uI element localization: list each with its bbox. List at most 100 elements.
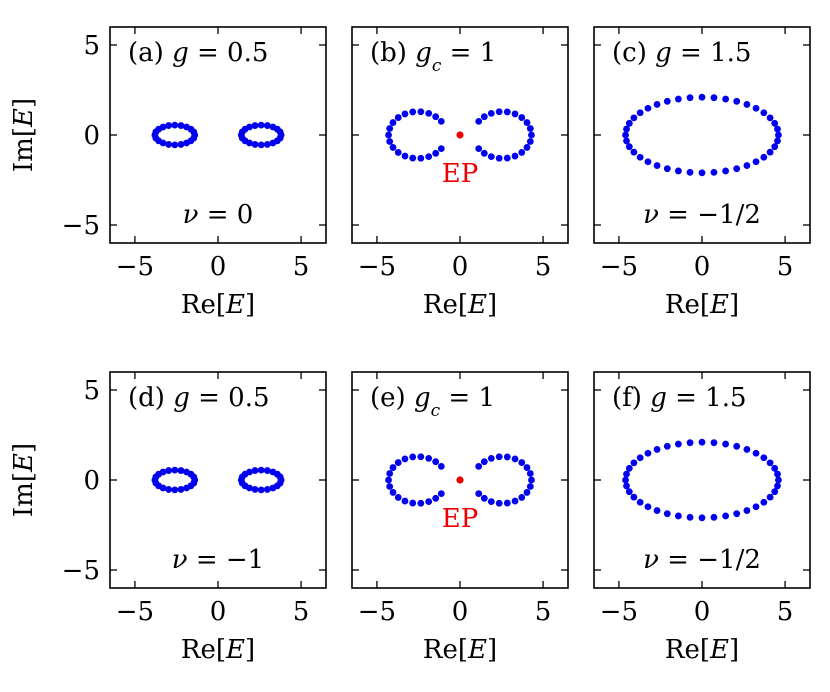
eigenvalue-point [644, 158, 652, 166]
eigenvalue-point [389, 489, 397, 496]
eigenvalue-point [511, 152, 519, 160]
eigenvalue-point [526, 125, 534, 132]
eigenvalue-point [625, 143, 633, 151]
eigenvalue-point [246, 484, 253, 492]
eigenvalue-point [528, 131, 535, 139]
eigenvalue-point [432, 494, 440, 502]
x-tick-label: −5 [358, 597, 396, 627]
eigenvalue-point [722, 512, 730, 520]
eigenvalue-point [710, 513, 718, 521]
eigenvalue-point [743, 101, 751, 108]
eigenvalue-point [386, 470, 394, 477]
eigenvalue-point [190, 134, 198, 142]
eigenvalue-point [389, 464, 397, 471]
eigenvalue-point [523, 144, 531, 151]
eigenvalue-point [760, 498, 768, 506]
eigenvalue-point [503, 499, 511, 507]
eigenvalue-point [165, 122, 173, 129]
eigenvalue-point [636, 109, 644, 117]
eigenvalue-point [487, 109, 495, 117]
winding-number-label: ν = −1/2 [643, 200, 761, 230]
eigenvalue-point [752, 104, 760, 112]
eigenvalue-point [625, 488, 633, 496]
eigenvalue-point [663, 442, 671, 450]
panel-title: (c) g = 1.5 [612, 38, 751, 68]
eigenvalue-point [409, 453, 417, 461]
eigenvalue-point [385, 476, 392, 484]
eigenvalue-point [385, 131, 392, 139]
eigenvalue-point [394, 494, 402, 501]
ep-label: EP [442, 159, 478, 189]
eigenvalue-point [386, 138, 394, 145]
eigenvalue-point [752, 449, 760, 457]
eigenvalue-point [752, 158, 760, 166]
eigenvalue-point [480, 494, 488, 502]
x-tick-label: 5 [293, 597, 310, 627]
eigenvalue-point [417, 499, 425, 507]
eigenvalue-point [625, 464, 633, 472]
eigenvalue-point [766, 493, 774, 501]
x-tick-label: 5 [535, 597, 552, 627]
eigenvalue-point [276, 479, 284, 487]
eigenvalue-point [425, 454, 433, 462]
eigenvalue-point [760, 454, 768, 462]
eigenvalue-point [432, 458, 440, 466]
exceptional-point [456, 131, 464, 139]
eigenvalue-point [165, 486, 173, 493]
eigenvalue-point [636, 498, 644, 506]
eigenvalue-point [526, 470, 534, 477]
eigenvalue-point [432, 113, 440, 121]
y-tick-label: −5 [62, 556, 100, 586]
eigenvalue-point [394, 459, 402, 466]
eigenvalue-point [246, 139, 253, 147]
eigenvalue-point [526, 138, 534, 145]
eigenvalue-point [503, 154, 511, 162]
eigenvalue-point [409, 154, 417, 162]
x-tick-label: 0 [452, 252, 469, 282]
eigenvalue-point [495, 108, 503, 116]
eigenvalue-point [269, 468, 277, 476]
eigenvalue-point [251, 486, 259, 493]
eigenvalue-point [698, 93, 706, 101]
eigenvalue-point [623, 137, 630, 145]
eigenvalue-point [171, 466, 179, 474]
eigenvalue-point [177, 486, 185, 493]
eigenvalue-point [386, 483, 394, 490]
x-tick-label: 0 [694, 252, 711, 282]
eigenvalue-point [487, 153, 495, 161]
eigenvalue-point [774, 470, 781, 478]
eigenvalue-point [775, 131, 782, 139]
eigenvalue-point [771, 119, 779, 127]
eigenvalue-point [159, 139, 167, 147]
eigenvalue-point [503, 453, 511, 461]
y-tick-label: 5 [83, 376, 100, 406]
eigenvalue-point [698, 514, 706, 522]
x-axis-label: Re[E] [423, 635, 497, 665]
eigenvalue-point [686, 168, 694, 176]
scatter-points [385, 108, 535, 162]
scatter-points [385, 453, 535, 507]
eigenvalue-point [752, 503, 760, 511]
eigenvalue-point [518, 114, 526, 121]
eigenvalue-point [511, 455, 519, 463]
eigenvalue-point [417, 453, 425, 461]
eigenvalue-point [686, 94, 694, 102]
panel-title: (a) g = 0.5 [128, 38, 268, 68]
eigenvalue-point [475, 463, 483, 470]
panel-title: (d) g = 0.5 [128, 383, 270, 413]
eigenvalue-point [171, 486, 179, 494]
eigenvalue-point [480, 149, 488, 157]
eigenvalue-point [523, 489, 531, 496]
eigenvalue-point [171, 141, 179, 149]
panel-title: (b) gc = 1 [370, 38, 496, 76]
y-tick-label: −5 [62, 211, 100, 241]
x-tick-label: 0 [694, 597, 711, 627]
eigenvalue-point [526, 483, 534, 490]
eigenvalue-point [644, 503, 652, 511]
eigenvalue-point [630, 493, 638, 501]
eigenvalue-point [269, 123, 277, 131]
eigenvalue-point [409, 499, 417, 507]
eigenvalue-point [257, 486, 265, 494]
eigenvalue-point [710, 94, 718, 102]
